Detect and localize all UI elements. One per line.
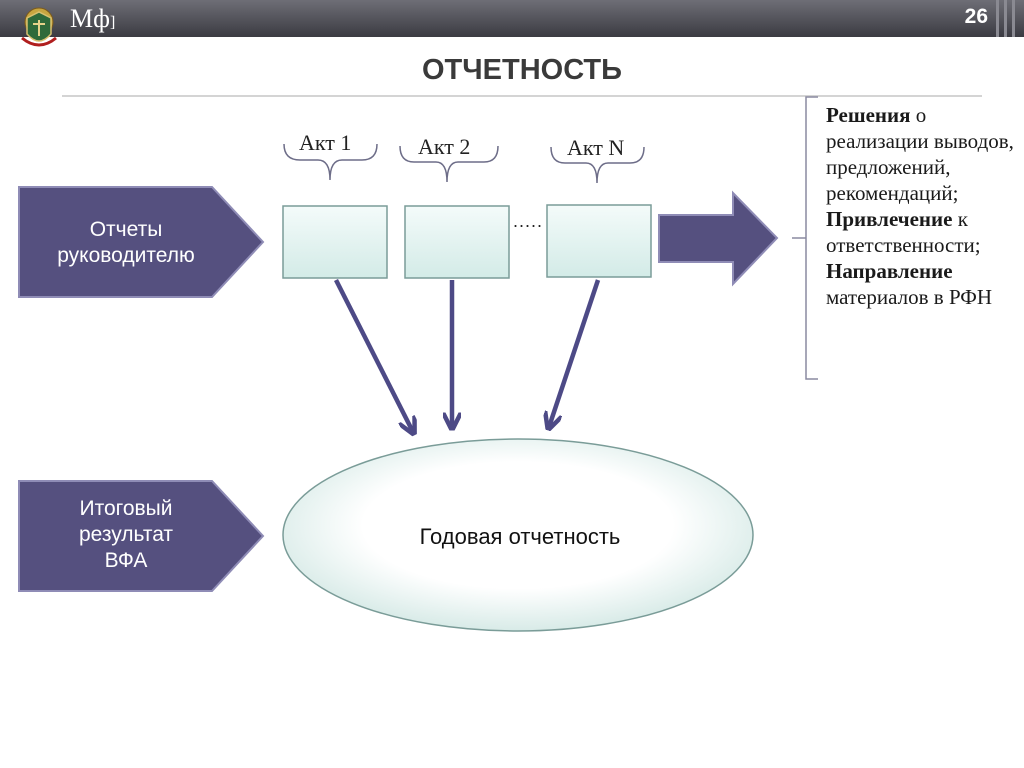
outcome-item: Направление материалов в РФН	[826, 259, 993, 309]
actN-box	[546, 204, 652, 278]
annual-report-label: Годовая отчетность	[419, 524, 621, 549]
outcome-item: Решения о реализации выводов, предложени…	[826, 103, 1014, 205]
outcomes-list: Решения о реализации выводов, предложени…	[826, 102, 1022, 310]
logo-text: Мф]	[70, 4, 116, 33]
title-divider	[62, 95, 982, 97]
final-result-line3: ВФА	[104, 549, 148, 572]
final-result-label: Итоговый результат ВФА	[26, 496, 226, 574]
reports-label: Отчеты руководителю	[57, 218, 195, 267]
actN-label: Акт N	[567, 135, 625, 160]
final-result-line1: Итоговый	[79, 497, 173, 520]
act2-label: Акт 2	[418, 134, 471, 159]
header-stripe	[1004, 0, 1007, 37]
final-result-pentagon	[18, 480, 265, 592]
arrow-actN-to-report	[549, 279, 601, 427]
page-number: 26	[964, 5, 988, 28]
act1-brace	[283, 143, 378, 181]
act1-label: Акт 1	[299, 130, 352, 155]
header-bar	[0, 0, 1024, 37]
outcomes-bracket	[792, 96, 818, 380]
header-stripe	[996, 0, 999, 37]
actN-brace	[550, 146, 645, 184]
outcome-arrow	[658, 190, 779, 287]
slide-title: ОТЧЕТНОСТЬ	[422, 54, 622, 86]
ellipsis-dots: .....	[513, 211, 544, 231]
header-stripe	[1012, 0, 1015, 37]
annual-report-ellipse	[282, 438, 754, 632]
crest-logo-icon	[21, 7, 57, 47]
act2-box	[404, 205, 510, 279]
outcome-item: Привлечение к ответственности;	[826, 207, 981, 257]
final-result-line2: результат	[78, 523, 174, 546]
arrow-act1-to-report	[333, 278, 413, 432]
reports-pentagon	[18, 186, 265, 298]
act1-box	[282, 205, 388, 279]
act2-brace	[399, 145, 499, 183]
